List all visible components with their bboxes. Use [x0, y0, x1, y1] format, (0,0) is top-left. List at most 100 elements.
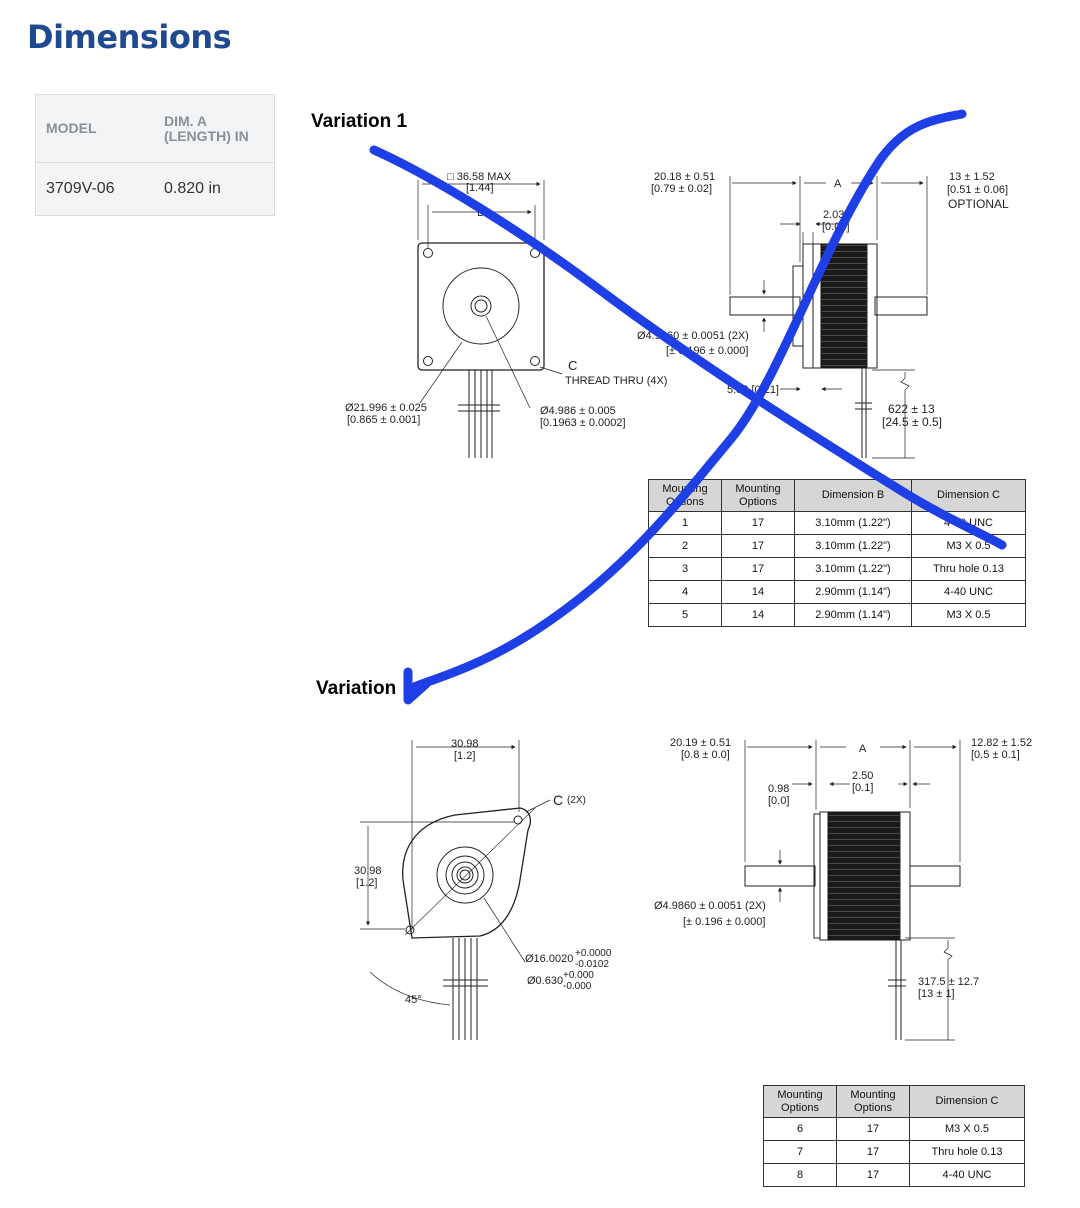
- v2-pilot-in: Ø0.630: [527, 975, 563, 987]
- v2-c-count: (2X): [567, 795, 586, 806]
- v1-table-header: Mounting Options: [648, 479, 722, 512]
- table-cell: Thru hole 0.13: [909, 1140, 1025, 1164]
- table-cell: 17: [836, 1117, 910, 1141]
- v2-side-shaft-in: [0.8 ± 0.0]: [681, 749, 730, 761]
- v2-side-view: [744, 740, 961, 1041]
- dim-a-cell: 0.820 in: [164, 180, 221, 197]
- table-row: 3709V-06 0.820 in: [36, 163, 275, 216]
- v1-lead-mm: 622 ± 13: [888, 402, 935, 416]
- table-row: 4 14 2.90mm (1.14") 4-40 UNC: [648, 580, 1026, 604]
- v1-table-header: Mounting Options: [721, 479, 795, 512]
- table-cell: 7: [763, 1140, 837, 1164]
- table-row: 6 17 M3 X 0.5: [763, 1117, 1025, 1141]
- table-cell: M3 X 0.5: [911, 603, 1026, 627]
- table-cell: 14: [721, 580, 795, 604]
- table-row: 2 17 3.10mm (1.22") M3 X 0.5: [648, 534, 1026, 558]
- v2-table-header: Mounting Options: [763, 1085, 837, 1118]
- v2-c-label: C: [553, 792, 563, 808]
- v1-dia-in: [± 0.196 ± 0.000]: [666, 345, 748, 357]
- v2-boss-in: [0.1]: [852, 782, 873, 794]
- v2-height-mm: 30.98: [354, 865, 382, 877]
- v2-lead-in: [13 ± 1]: [918, 988, 955, 1000]
- v2-rear-in: [0.5 ± 0.1]: [971, 749, 1020, 761]
- v2-pilot-mm-tol-dn: -0.0102: [575, 959, 609, 970]
- v2-a-label: A: [859, 743, 867, 755]
- table-cell: M3 X 0.5: [911, 534, 1026, 558]
- v2-table-header: Mounting Options: [836, 1085, 910, 1118]
- v1-boss-in: [0.08]: [822, 221, 850, 233]
- table-cell: 3.10mm (1.22"): [794, 511, 912, 535]
- v1-optional-label: OPTIONAL: [948, 197, 1009, 211]
- v2-rear-mm: 12.82 ± 1.52: [971, 737, 1032, 749]
- v2-table-header: Dimension C: [909, 1085, 1025, 1118]
- v2-pilot-mm: Ø16.0020: [525, 953, 573, 965]
- v1-c-label: C: [568, 358, 577, 373]
- v1-b-label: B: [477, 207, 484, 219]
- table-cell: Thru hole 0.13: [911, 557, 1026, 581]
- table-cell: 3: [648, 557, 722, 581]
- model-table: MODEL DIM. A (LENGTH) IN 3709V-06 0.820 …: [35, 94, 275, 216]
- table-cell: 17: [721, 557, 795, 581]
- table-cell: M3 X 0.5: [909, 1117, 1025, 1141]
- table-cell: 17: [721, 534, 795, 558]
- v1-mounting-table: Mounting Options Mounting Options Dimens…: [648, 479, 1026, 627]
- table-cell: 2: [648, 534, 722, 558]
- v2-boss-mm: 2.50: [852, 770, 873, 782]
- table-cell: 4-40 UNC: [911, 511, 1026, 535]
- model-header: MODEL: [35, 94, 154, 163]
- v1-flange-mm: 5.33 [0.21]: [727, 384, 779, 396]
- v2-mounting-table: Mounting Options Mounting Options Dimens…: [763, 1085, 1025, 1187]
- v1-dia-mm: Ø4.9860 ± 0.0051 (2X): [637, 330, 749, 342]
- table-cell: 2.90mm (1.14"): [794, 580, 912, 604]
- v1-thread-label: THREAD THRU (4X): [565, 375, 667, 387]
- table-cell: 3.10mm (1.22"): [794, 557, 912, 581]
- v2-front-view: [360, 740, 551, 1040]
- v2-pilot-in-tol-up: +0.000: [563, 970, 594, 981]
- table-cell: 1: [648, 511, 722, 535]
- v1-square-in: [1.44]: [466, 182, 494, 194]
- table-row: 3 17 3.10mm (1.22") Thru hole 0.13: [648, 557, 1026, 581]
- v2-side-shaft-mm: 20.19 ± 0.51: [670, 737, 731, 749]
- v1-table-header: Dimension C: [911, 479, 1026, 512]
- model-cell: 3709V-06: [46, 180, 115, 197]
- table-cell: 3.10mm (1.22"): [794, 534, 912, 558]
- table-cell: 4-40 UNC: [909, 1163, 1025, 1187]
- v1-pilot-mm: Ø21.996 ± 0.025: [345, 402, 427, 414]
- v2-lead-mm: 317.5 ± 12.7: [918, 976, 979, 988]
- table-cell: 5: [648, 603, 722, 627]
- dim-a-header: DIM. A (LENGTH) IN: [154, 94, 275, 163]
- table-row: 1 17 3.10mm (1.22") 4-40 UNC: [648, 511, 1026, 535]
- v1-side-shaft-mm: 20.18 ± 0.51: [654, 171, 715, 183]
- table-cell: 8: [763, 1163, 837, 1187]
- page-title: Dimensions: [27, 18, 232, 56]
- table-cell: 6: [763, 1117, 837, 1141]
- v1-lead-in: [24.5 ± 0.5]: [882, 415, 942, 429]
- v2-width-in: [1.2]: [454, 750, 475, 762]
- table-cell: 17: [836, 1140, 910, 1164]
- v2-height-in: [1.2]: [356, 877, 377, 889]
- v2-flange-mm: 0.98: [768, 783, 789, 795]
- table-cell: 4: [648, 580, 722, 604]
- table-cell: 4-40 UNC: [911, 580, 1026, 604]
- table-cell: 17: [836, 1163, 910, 1187]
- variation-2-title: Variation: [316, 678, 397, 699]
- v2-dia-mm: Ø4.9860 ± 0.0051 (2X): [654, 900, 766, 912]
- table-cell: 14: [721, 603, 795, 627]
- v2-flange-in: [0.0]: [768, 795, 789, 807]
- v2-width-mm: 30.98: [451, 738, 479, 750]
- variation-1-title: Variation 1: [311, 111, 408, 132]
- v1-table-header: Dimension B: [794, 479, 912, 512]
- table-row: 5 14 2.90mm (1.14") M3 X 0.5: [648, 603, 1026, 627]
- v1-side-shaft-in: [0.79 ± 0.02]: [651, 183, 712, 195]
- table-row: 7 17 Thru hole 0.13: [763, 1140, 1025, 1164]
- v2-dia-in: [± 0.196 ± 0.000]: [683, 916, 765, 928]
- v1-pilot-in: [0.865 ± 0.001]: [347, 414, 420, 426]
- v2-pilot-mm-tol-up: +0.0000: [575, 948, 612, 959]
- v1-boss-mm: 2.03: [823, 209, 844, 221]
- table-cell: 2.90mm (1.14"): [794, 603, 912, 627]
- v1-a-label: A: [834, 178, 842, 190]
- v1-shaft-mm: Ø4.986 ± 0.005: [540, 405, 616, 417]
- table-cell: 17: [721, 511, 795, 535]
- v1-rear-in: [0.51 ± 0.06]: [947, 184, 1008, 196]
- v1-rear-mm: 13 ± 1.52: [949, 171, 995, 183]
